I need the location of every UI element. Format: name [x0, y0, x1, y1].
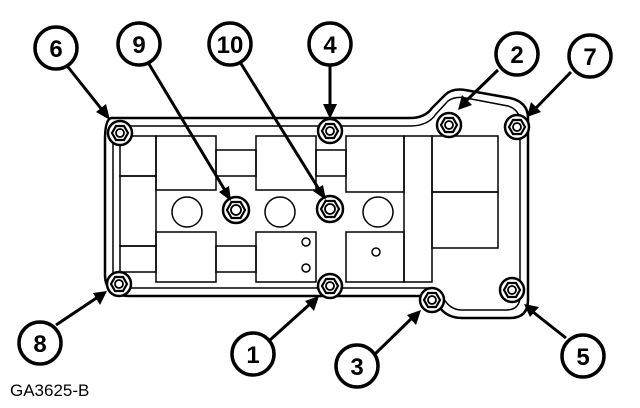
- cover-outline: [103, 88, 530, 320]
- arrowhead-4: [323, 104, 337, 119]
- cover-cell: [215, 149, 257, 177]
- cover-cell: [345, 231, 405, 283]
- bolt-2: [435, 111, 463, 139]
- leader-10: [238, 61, 322, 192]
- cover-cell: [431, 135, 499, 193]
- cover-cell: [345, 135, 405, 193]
- small-hole: [301, 237, 311, 247]
- bolts: [105, 111, 531, 314]
- callout-label: 1: [246, 342, 259, 369]
- callout-5: 5: [560, 333, 606, 379]
- arrowhead-5: [524, 304, 539, 317]
- callout-7: 7: [567, 33, 613, 79]
- callout-label: 5: [576, 344, 589, 371]
- callout-label: 10: [217, 32, 244, 59]
- leader-3: [373, 316, 414, 356]
- arrowhead-3: [407, 310, 421, 325]
- bolt-10: [315, 194, 345, 224]
- cover-cell: [255, 135, 317, 191]
- arrowhead-7: [527, 102, 541, 117]
- arrowhead-6: [96, 104, 110, 120]
- callout-label: 4: [323, 32, 337, 59]
- spark-plug-port: [264, 196, 296, 228]
- leader-1: [268, 302, 312, 342]
- leader-9: [147, 63, 228, 193]
- callouts: 6 9 10 4 2 7 8 1: [17, 21, 613, 389]
- leaders: [55, 61, 573, 356]
- callout-2: 2: [494, 31, 540, 77]
- bolt-3: [418, 286, 446, 314]
- arrowhead-8: [93, 291, 107, 305]
- cover-cell: [255, 231, 317, 283]
- callout-4: 4: [307, 21, 353, 67]
- callout-label: 2: [510, 42, 523, 69]
- callout-9: 9: [116, 21, 162, 67]
- leader-8: [55, 295, 99, 327]
- valve-cover: [103, 88, 530, 320]
- cover-cell: [119, 175, 157, 247]
- leader-6: [66, 66, 105, 112]
- figure-id: GA3625-B: [10, 381, 89, 400]
- callout-label: 6: [49, 36, 62, 63]
- spark-plug-port: [362, 196, 394, 228]
- callout-label: 8: [33, 331, 46, 358]
- leader-5: [532, 310, 567, 340]
- bolt-1: [316, 272, 344, 300]
- cover-cell: [155, 231, 217, 283]
- arrowhead-2: [458, 95, 472, 110]
- cover-cell: [119, 245, 157, 273]
- bolt-4: [316, 117, 344, 145]
- cover-cell: [403, 135, 433, 283]
- cover-cell: [315, 149, 347, 177]
- leader-2: [464, 68, 500, 103]
- callout-3: 3: [334, 343, 380, 389]
- small-hole: [371, 247, 381, 257]
- arrowhead-9: [219, 186, 231, 201]
- bolt-9: [221, 195, 251, 225]
- callout-label: 7: [583, 44, 596, 71]
- bolt-7: [503, 113, 531, 141]
- callout-10: 10: [207, 21, 253, 67]
- arrowhead-1: [305, 296, 319, 311]
- callout-1: 1: [230, 331, 276, 377]
- bolt-5: [498, 276, 526, 304]
- cover-cell: [215, 245, 257, 273]
- arrowhead-10: [313, 185, 326, 200]
- callout-8: 8: [17, 320, 63, 366]
- small-hole: [301, 263, 311, 273]
- cover-cell: [431, 191, 499, 249]
- bolt-6: [106, 119, 134, 147]
- bolt-8: [105, 270, 133, 298]
- callout-label: 3: [350, 354, 363, 381]
- leader-7: [533, 70, 573, 111]
- callout-label: 9: [132, 32, 145, 59]
- callout-6: 6: [33, 25, 79, 71]
- spark-plug-port: [171, 196, 203, 228]
